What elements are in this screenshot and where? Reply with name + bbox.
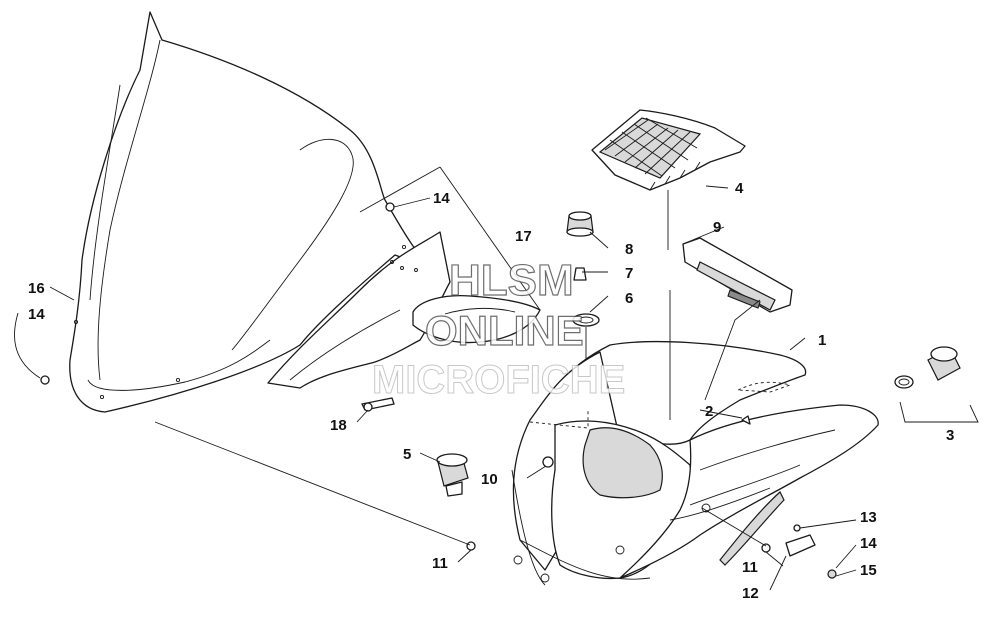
watermark: HLSM ONLINE MICROFICHE — [372, 255, 626, 402]
storage-tray — [591, 109, 746, 191]
callout-11-right: 11 — [742, 559, 758, 576]
inner-panel — [267, 231, 541, 389]
callout-5: 5 — [403, 446, 411, 463]
callout-17: 17 — [515, 228, 532, 245]
windshield — [69, 11, 436, 413]
callout-16: 16 — [28, 280, 45, 297]
callout-1: 1 — [818, 332, 826, 349]
callout-2: 2 — [705, 403, 713, 420]
callout-14-left: 14 — [28, 306, 45, 323]
callout-11-left: 11 — [432, 555, 448, 572]
power-socket — [894, 346, 961, 389]
callout-8: 8 — [625, 241, 633, 258]
callout-10: 10 — [481, 471, 498, 488]
callout-9: 9 — [713, 219, 721, 236]
callout-4: 4 — [735, 180, 744, 197]
front-hood — [511, 340, 879, 586]
watermark-line-3: MICROFICHE — [372, 358, 625, 402]
callout-7: 7 — [625, 265, 633, 282]
callout-14-top: 14 — [433, 190, 450, 207]
watermark-line-2: ONLINE — [425, 307, 584, 354]
watermark-line-1: HLSM — [449, 256, 574, 305]
callout-12: 12 — [742, 585, 759, 602]
fuel-cap-assembly — [566, 211, 600, 410]
callouts: 1 2 3 4 5 6 7 8 9 10 11 11 12 13 14 14 1… — [28, 180, 954, 602]
callout-18: 18 — [330, 417, 347, 434]
callout-14-right: 14 — [860, 535, 877, 552]
callout-13: 13 — [860, 509, 877, 526]
gauge-module — [682, 237, 793, 313]
callout-15: 15 — [860, 562, 877, 579]
leader-lines — [14, 166, 979, 591]
callout-3: 3 — [946, 427, 954, 444]
callout-6: 6 — [625, 290, 633, 307]
